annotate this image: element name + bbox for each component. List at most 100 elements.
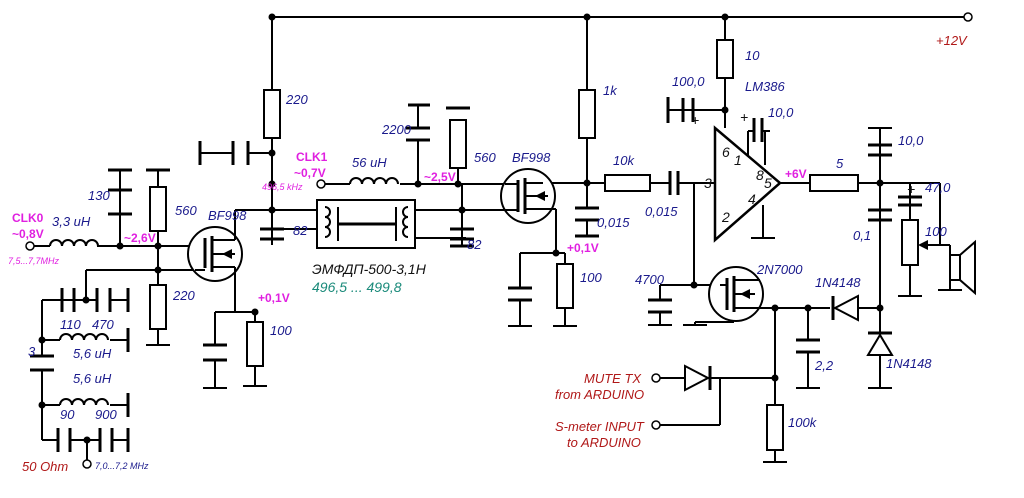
c-82a-label: 82 xyxy=(293,223,308,238)
q2-label: BF998 xyxy=(512,150,551,165)
c-0015b-label: 0,015 xyxy=(645,204,678,219)
resistors xyxy=(149,39,935,451)
smeter-terminal xyxy=(651,420,661,430)
q1-label: BF998 xyxy=(208,208,247,223)
pin-3: 3 xyxy=(704,175,712,191)
plus-b: + xyxy=(740,109,748,125)
r-560-mid-label: 560 xyxy=(474,150,496,165)
u1-label: LM386 xyxy=(745,79,786,94)
c-470-label: 470 xyxy=(92,317,114,332)
r-10-label: 10 xyxy=(745,48,760,63)
pin-4: 4 xyxy=(748,191,756,207)
plus-c: + xyxy=(907,181,915,197)
inductor-5-6uh-b xyxy=(59,398,109,406)
resistor-560-input xyxy=(149,186,167,232)
inductor-56uh xyxy=(349,177,399,185)
v-6: +6V xyxy=(785,167,807,181)
antenna-terminal xyxy=(82,459,92,469)
c-82b-label: 82 xyxy=(467,237,482,252)
speaker-icon xyxy=(949,239,976,296)
wires xyxy=(34,16,965,463)
resistor-100-source1 xyxy=(246,321,264,367)
q3-label: 2N7000 xyxy=(756,262,803,277)
r-100-src1-label: 100 xyxy=(270,323,292,338)
inductor-3-3uh xyxy=(49,239,104,247)
c-0015a-label: 0,015 xyxy=(597,215,630,230)
l-3-3-label: 3,3 uH xyxy=(52,214,91,229)
pin-2: 2 xyxy=(721,209,730,225)
clk0-terminal xyxy=(25,241,35,251)
l-56-label: 56 uH xyxy=(352,155,387,170)
diode-d1 xyxy=(832,294,859,322)
resistor-100-source2 xyxy=(556,263,574,309)
clk0-freq: 7,5...7,7MHz xyxy=(8,256,60,266)
smeter-label-1: S-meter INPUT xyxy=(555,419,645,434)
pin-8: 8 xyxy=(756,167,764,183)
resistor-10 xyxy=(716,39,734,79)
d1-label: 1N4148 xyxy=(815,275,861,290)
transistor-q1 xyxy=(187,222,243,285)
c-130-label: 130 xyxy=(88,188,110,203)
r-5-label: 5 xyxy=(836,156,844,171)
r-10k-label: 10k xyxy=(613,153,635,168)
c-3-label: 3 xyxy=(28,344,36,359)
resistor-100k xyxy=(766,404,784,451)
diodes xyxy=(684,294,894,392)
resistor-1k xyxy=(578,89,596,139)
r-1k-label: 1k xyxy=(603,83,618,98)
r-220-bias-label: 220 xyxy=(172,288,195,303)
clk1-level: ~0,7V xyxy=(294,166,326,180)
v-2-6: ~2,6V xyxy=(124,231,156,245)
clk1-freq: 496,5 kHz xyxy=(262,182,303,192)
clk0-level: ~0,8V xyxy=(12,227,44,241)
c-110-label: 110 xyxy=(60,317,81,332)
mute-label-2: from ARDUINO xyxy=(555,387,644,402)
r-220-top-label: 220 xyxy=(285,92,308,107)
v-0-1a: +0,1V xyxy=(258,291,290,305)
c-2200-label: 2200 xyxy=(381,122,412,137)
ant-freq: 7,0...7,2 MHz xyxy=(95,461,149,471)
r-100k-label: 100k xyxy=(788,415,818,430)
c-4700-label: 4700 xyxy=(635,272,665,287)
resistor-560-mid xyxy=(449,119,467,169)
clk0-name: CLK0 xyxy=(12,211,44,225)
transistor-q2 xyxy=(500,168,557,224)
capacitors xyxy=(30,98,922,452)
clk1-name: CLK1 xyxy=(296,150,328,164)
resistor-220-bias xyxy=(149,284,167,330)
ant-impedance: 50 Ohm xyxy=(22,459,68,474)
supply-terminal xyxy=(963,12,973,22)
lm386-amplifier xyxy=(713,125,782,243)
d2-label: 1N4148 xyxy=(886,356,932,371)
diode-mute xyxy=(684,364,711,392)
clk1-terminal xyxy=(316,179,326,189)
r-560-in-label: 560 xyxy=(175,203,197,218)
plus-a: + xyxy=(691,112,699,128)
l-5-6a-label: 5,6 uH xyxy=(73,346,112,361)
resistor-10k xyxy=(604,174,651,192)
l-5-6b-label: 5,6 uH xyxy=(73,371,112,386)
mute-label-1: MUTE TX xyxy=(584,371,642,386)
filter-range: 496,5 ... 499,8 xyxy=(312,279,402,295)
c-100-0-label: 100,0 xyxy=(672,74,705,89)
c-90-label: 90 xyxy=(60,407,75,422)
mechanical-filter xyxy=(316,199,416,249)
smeter-label-2: to ARDUINO xyxy=(567,435,641,450)
resistor-5 xyxy=(809,174,859,192)
v-0-1b: +0,1V xyxy=(567,241,599,255)
inductor-5-6uh-a xyxy=(59,333,109,341)
supply-label: +12V xyxy=(936,33,968,48)
c-900-label: 900 xyxy=(95,407,117,422)
r-100-src2-label: 100 xyxy=(580,270,602,285)
v-2-5: ~2,5V xyxy=(424,170,456,184)
diode-d2 xyxy=(866,333,894,356)
filter-name: ЭМФДП-500-3,1Н xyxy=(312,261,427,277)
potentiometer-100 xyxy=(901,219,919,266)
mute-terminal xyxy=(651,373,661,383)
pin-5: 5 xyxy=(764,175,772,191)
inductors xyxy=(49,177,399,406)
c-10-0a-label: 10,0 xyxy=(768,105,794,120)
c-10-0b-label: 10,0 xyxy=(898,133,924,148)
pin-6: 6 xyxy=(722,144,730,160)
